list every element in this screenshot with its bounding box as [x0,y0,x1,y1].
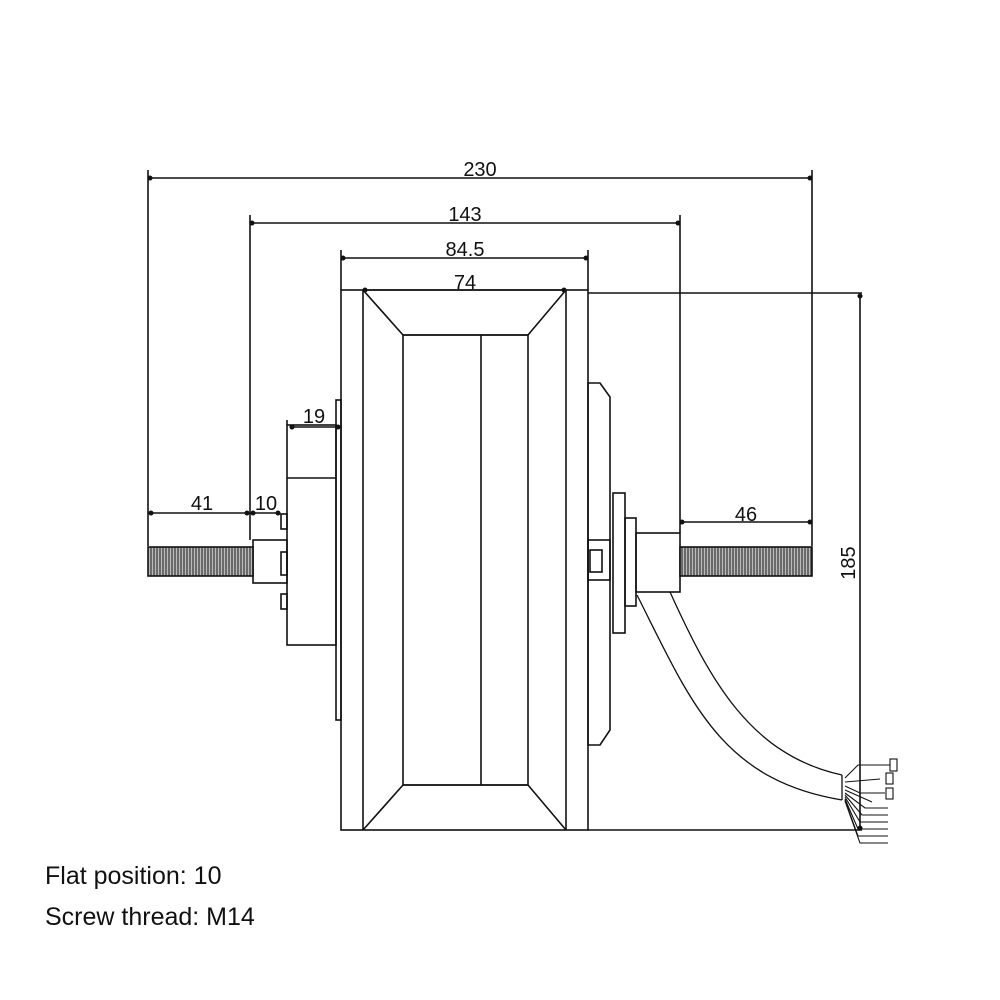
dim-185-label: 185 [838,546,860,579]
left-bearing-boss [252,399,342,721]
right-threaded-axle [679,546,813,577]
dim-143-label: 143 [448,204,481,226]
flat-position-note: Flat position: 10 [45,862,222,890]
dim-19-label: 19 [303,406,325,428]
motor-cable [636,591,843,801]
dim-74-label: 74 [454,272,476,294]
left-threaded-axle [147,546,254,577]
dim-10-label: 10 [255,493,277,515]
right-bearing-cover [587,382,681,746]
dim-84-5-label: 84.5 [446,239,485,261]
hub-body [340,289,589,831]
dim-46-label: 46 [735,504,757,526]
screw-thread-note: Screw thread: M14 [45,903,255,931]
dim-41-label: 41 [191,493,213,515]
dim-230-label: 230 [463,159,496,181]
cable-connectors [844,758,898,844]
